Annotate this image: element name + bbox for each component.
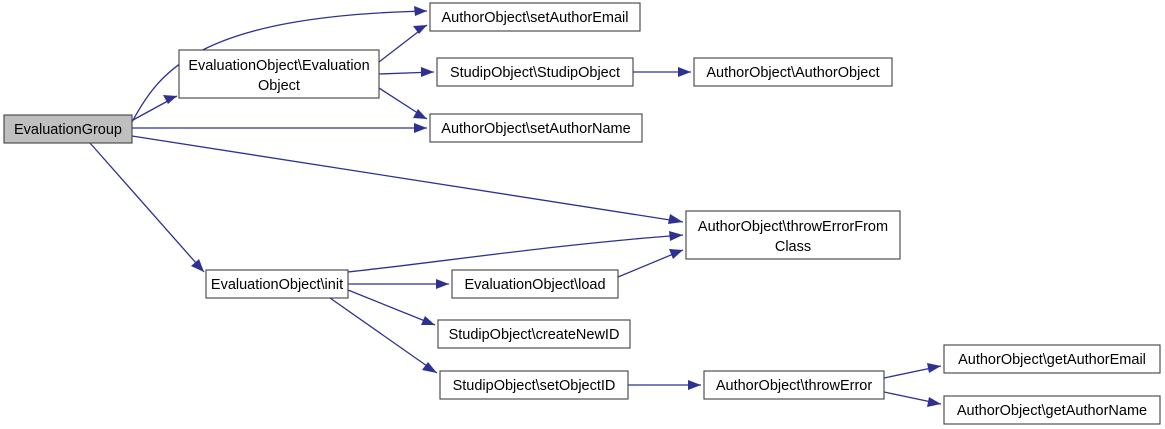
node-label-evaluationObjectCtor-line1: EvaluationObject\Evaluation bbox=[188, 58, 369, 74]
node-label-getAuthorName: AuthorObject\getAuthorName bbox=[957, 403, 1147, 419]
edge-setObjectID-to-throwError bbox=[628, 380, 701, 390]
node-label-setAuthorEmail: AuthorObject\setAuthorEmail bbox=[442, 10, 629, 26]
graph-node-setAuthorEmail[interactable]: AuthorObject\setAuthorEmail bbox=[429, 2, 641, 32]
arrowhead-icon bbox=[678, 67, 691, 77]
node-label-getAuthorEmail: AuthorObject\getAuthorEmail bbox=[958, 352, 1146, 368]
node-label-studipObjectCtor: StudipObject\StudipObject bbox=[450, 65, 620, 81]
arrowhead-icon bbox=[436, 279, 449, 289]
graph-node-evaluationGroup[interactable]: EvaluationGroup bbox=[3, 114, 133, 144]
arrowhead-icon bbox=[927, 363, 941, 373]
node-box-getAuthorEmail[interactable] bbox=[943, 344, 1161, 374]
node-label-throwErrorFromClass-line2: Class bbox=[775, 239, 811, 255]
node-label-evaluationObjectCtor-line2: Object bbox=[258, 78, 300, 94]
node-box-load[interactable] bbox=[451, 269, 619, 299]
node-label-setObjectID: StudipObject\setObjectID bbox=[453, 378, 616, 394]
node-label-setAuthorName: AuthorObject\setAuthorName bbox=[441, 121, 630, 137]
arrowhead-icon bbox=[688, 380, 701, 390]
node-box-createNewID[interactable] bbox=[437, 319, 631, 349]
edge-init-to-setObjectID bbox=[329, 297, 438, 374]
arrowhead-icon bbox=[163, 95, 177, 104]
edge-studipObjectCtor-to-authorObjectCtor bbox=[633, 67, 691, 77]
edge-evaluationGroup-to-init bbox=[89, 142, 205, 273]
graph-node-createNewID[interactable]: StudipObject\createNewID bbox=[437, 319, 631, 349]
node-label-authorObjectCtor: AuthorObject\AuthorObject bbox=[706, 65, 879, 81]
arrowhead-icon bbox=[191, 259, 204, 272]
edge-init-to-load bbox=[348, 279, 449, 289]
arrowhead-icon bbox=[927, 397, 941, 407]
node-box-evaluationObjectCtor[interactable] bbox=[178, 49, 380, 99]
arrowhead-icon bbox=[413, 109, 427, 119]
arrowhead-icon bbox=[413, 25, 427, 34]
nodes-layer: EvaluationGroup EvaluationObject\Evaluati… bbox=[3, 2, 1161, 425]
node-label-throwErrorFromClass-line1: AuthorObject\throwErrorFrom bbox=[698, 219, 888, 235]
node-box-throwError[interactable] bbox=[703, 370, 885, 400]
edges-layer bbox=[89, 6, 942, 407]
edge-evaluationGroup-to-throwErrorFromClass bbox=[131, 135, 684, 224]
graph-node-setAuthorName[interactable]: AuthorObject\setAuthorName bbox=[429, 113, 643, 143]
arrowhead-icon bbox=[414, 6, 427, 16]
node-box-setObjectID[interactable] bbox=[439, 370, 629, 400]
arrowhead-icon bbox=[669, 231, 683, 241]
arrowhead-icon bbox=[668, 214, 683, 224]
node-label-init: EvaluationObject\init bbox=[211, 277, 343, 293]
graph-node-load[interactable]: EvaluationObject\load bbox=[451, 269, 619, 299]
edge-evaluationObjectCtor-to-setAuthorEmail bbox=[378, 24, 428, 63]
node-label-evaluationGroup: EvaluationGroup bbox=[14, 122, 122, 138]
graph-node-evaluationObjectCtor[interactable]: EvaluationObject\EvaluationObject bbox=[178, 49, 380, 99]
node-box-setAuthorName[interactable] bbox=[429, 113, 643, 143]
node-box-getAuthorName[interactable] bbox=[943, 395, 1161, 425]
graph-node-getAuthorEmail[interactable]: AuthorObject\getAuthorEmail bbox=[943, 344, 1161, 374]
arrowhead-icon bbox=[669, 249, 683, 259]
edge-init-to-throwErrorFromClass bbox=[347, 231, 684, 273]
edge-throwError-to-getAuthorName bbox=[883, 391, 942, 407]
graph-node-init[interactable]: EvaluationObject\init bbox=[205, 269, 349, 299]
edge-evaluationObjectCtor-to-setAuthorName bbox=[378, 87, 428, 120]
edge-throwError-to-getAuthorEmail bbox=[883, 363, 942, 379]
edge-load-to-throwErrorFromClass bbox=[617, 249, 684, 278]
edge-evaluationGroup-to-setAuthorEmail bbox=[131, 6, 428, 123]
edge-evaluationGroup-to-setAuthorName bbox=[132, 123, 427, 133]
node-box-setAuthorEmail[interactable] bbox=[429, 2, 641, 32]
edge-evaluationGroup-to-evaluationObjectCtor bbox=[132, 95, 178, 121]
node-label-throwError: AuthorObject\throwError bbox=[716, 378, 873, 394]
arrowhead-icon bbox=[422, 362, 437, 373]
arrowhead-icon bbox=[414, 123, 427, 133]
node-box-studipObjectCtor[interactable] bbox=[436, 57, 634, 87]
node-box-evaluationGroup[interactable] bbox=[3, 114, 133, 144]
node-box-init[interactable] bbox=[205, 269, 349, 299]
node-label-createNewID: StudipObject\createNewID bbox=[449, 327, 620, 343]
graph-node-throwError[interactable]: AuthorObject\throwError bbox=[703, 370, 885, 400]
node-box-authorObjectCtor[interactable] bbox=[693, 57, 893, 87]
graph-node-studipObjectCtor[interactable]: StudipObject\StudipObject bbox=[436, 57, 634, 87]
edge-evaluationObjectCtor-to-studipObjectCtor bbox=[378, 67, 435, 77]
graph-node-setObjectID[interactable]: StudipObject\setObjectID bbox=[439, 370, 629, 400]
node-box-throwErrorFromClass[interactable] bbox=[685, 210, 901, 260]
edge-init-to-createNewID bbox=[347, 289, 436, 326]
graph-node-authorObjectCtor[interactable]: AuthorObject\AuthorObject bbox=[693, 57, 893, 87]
node-label-load: EvaluationObject\load bbox=[464, 277, 605, 293]
arrowhead-icon bbox=[421, 67, 434, 77]
arrowhead-icon bbox=[421, 316, 435, 325]
graph-node-getAuthorName[interactable]: AuthorObject\getAuthorName bbox=[943, 395, 1161, 425]
